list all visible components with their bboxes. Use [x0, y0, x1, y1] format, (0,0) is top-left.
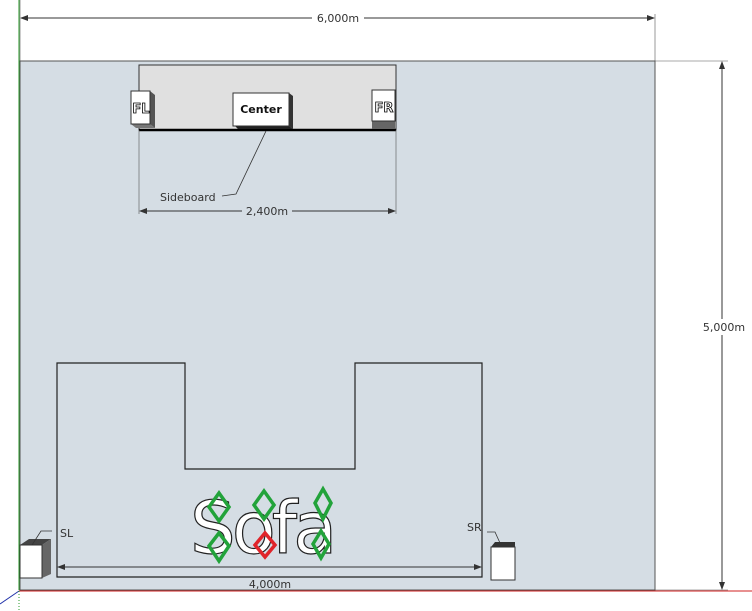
speaker-surround-left[interactable]: SL	[19, 527, 74, 579]
z-axis	[0, 590, 20, 605]
seat-marker[interactable]	[206, 489, 232, 525]
sofa-width-label: 4,000m	[249, 578, 291, 591]
sofa-outline[interactable]	[56, 362, 483, 578]
room-depth-label: 5,000m	[703, 321, 745, 334]
sideboard-width-dimension[interactable]: 2,400m	[138, 130, 397, 218]
sofa-label: Sofa	[190, 486, 333, 570]
seat-marker[interactable]	[206, 530, 232, 565]
seat-marker[interactable]	[251, 487, 277, 523]
speaker-center[interactable]: Center	[232, 92, 293, 129]
room-width-dimension[interactable]: 6,000m	[19, 0, 656, 61]
room-floor[interactable]	[19, 60, 656, 591]
sideboard-label: Sideboard	[160, 191, 216, 204]
speaker-front-left[interactable]: FL	[130, 90, 155, 128]
speaker-label: FR	[375, 101, 394, 116]
speaker-front-right[interactable]: FR	[371, 89, 396, 129]
speaker-label: Center	[240, 103, 282, 116]
sofa-width-dimension[interactable]: 4,000m	[57, 564, 482, 591]
sideboard-width-label: 2,400m	[246, 205, 288, 218]
room-width-label: 6,000m	[317, 12, 359, 25]
surround-right-label: SR	[467, 521, 482, 534]
seat-marker[interactable]	[310, 527, 332, 562]
speaker-surround-right[interactable]: SR	[467, 521, 516, 581]
main-seat-marker[interactable]	[252, 530, 278, 560]
seat-marker[interactable]	[313, 485, 333, 523]
room-depth-dimension[interactable]: 5,000m	[655, 60, 750, 591]
speaker-label: FL	[132, 102, 149, 117]
sideboard-callout[interactable]: Sideboard	[160, 130, 267, 204]
surround-left-label: SL	[60, 527, 74, 540]
